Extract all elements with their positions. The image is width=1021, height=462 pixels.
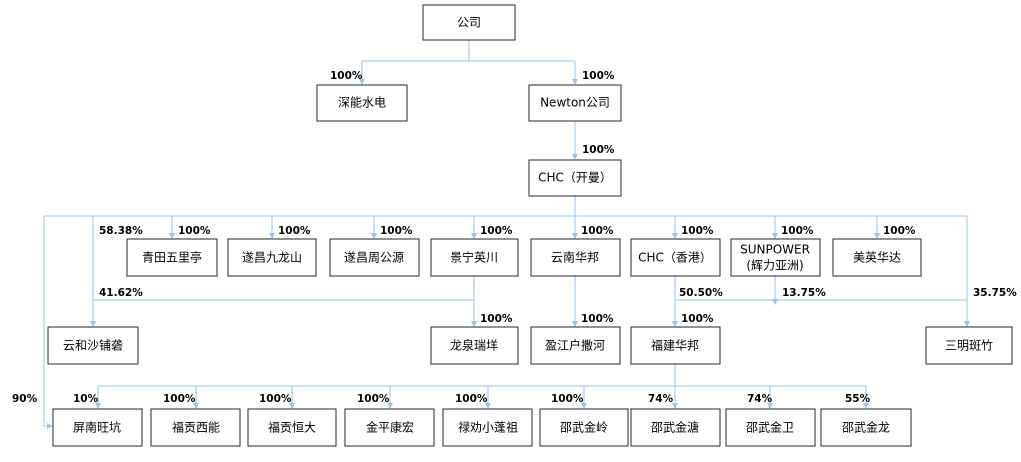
pct-to-chc-kaiman: 100% [582, 144, 615, 156]
label-jinping: 金平康宏 [366, 420, 414, 435]
label-qingtian: 青田五里亭 [142, 250, 202, 265]
pct-sunpower-to-fujian: 13.75% [782, 287, 826, 299]
pct-to-yunhe-left: 58.38% [99, 225, 143, 237]
label-shaowu-jinlong: 邵武金龙 [842, 420, 890, 435]
box-jinping: 金平康宏 [344, 408, 435, 447]
entity-boxes: 公司 深能水电 Newton公司 CHC（开曼） 青田五里亭 遂昌九龙山 遂昌周… [47, 4, 1013, 447]
box-fugong-xineng: 福贡西能 [150, 408, 241, 447]
pct-to-shaowu-jinwei: 74% [747, 393, 773, 405]
label-shaowu-jinwei: 邵武金卫 [746, 420, 794, 435]
box-meiying: 美英华达 [832, 238, 922, 277]
box-luquan: 禄劝小蓬祖 [442, 408, 533, 447]
box-gongsi: 公司 [422, 4, 516, 41]
box-newton: Newton公司 [528, 84, 622, 122]
box-shenneng: 深能水电 [316, 84, 408, 122]
label-chc-hk: CHC（香港） [638, 251, 712, 265]
pct-to-fugong-hengda: 100% [259, 393, 292, 405]
connector-lines [43, 40, 970, 429]
pct-to-shaowu-jinlong: 55% [845, 393, 871, 405]
box-yingjiang: 盈江户撒河 [530, 326, 621, 365]
pct-to-sunpower: 100% [781, 225, 814, 237]
pct-to-jingning: 100% [480, 225, 513, 237]
label-luquan: 禄劝小蓬祖 [458, 420, 518, 435]
label-meiying: 美英华达 [853, 251, 901, 265]
box-yunnan-huabang: 云南华邦 [530, 238, 621, 277]
box-chc-hk: CHC（香港） [630, 238, 721, 277]
box-shaowu-jinwei: 邵武金卫 [725, 408, 816, 447]
pct-to-luquan: 100% [455, 393, 488, 405]
label-pingnan: 屏南旺坑 [73, 420, 121, 435]
pct-chc-hk-to-fujian: 50.50% [679, 287, 723, 299]
label-newton: Newton公司 [540, 96, 610, 110]
label-suichang-jiulongshan: 遂昌九龙山 [242, 251, 302, 265]
label-fugong-hengda: 福贡恒大 [268, 420, 316, 435]
pct-to-sanming-right: 35.75% [973, 287, 1017, 299]
box-longquan: 龙泉瑞垟 [430, 326, 519, 365]
box-shaowu-jinling: 邵武金岭 [539, 408, 629, 447]
box-chc-kaiman: CHC（开曼） [528, 159, 622, 197]
box-jingning: 景宁英川 [430, 238, 519, 277]
box-fugong-hengda: 福贡恒大 [247, 408, 337, 447]
label-shaowu-jintang: 邵武金溏 [651, 420, 699, 435]
pct-to-suichang-zhougongyuan: 100% [380, 225, 413, 237]
pct-to-shaowu-jintang: 74% [648, 393, 674, 405]
label-sunpower-line2: (辉力亚洲) [746, 259, 803, 273]
pct-to-shenneng: 100% [330, 70, 363, 82]
label-sanming: 三明斑竹 [945, 339, 993, 353]
label-fugong-xineng: 福贡西能 [172, 420, 220, 435]
label-chc-kaiman: CHC（开曼） [538, 171, 612, 185]
box-shaowu-jintang: 邵武金溏 [630, 408, 721, 447]
label-yingjiang: 盈江户撒河 [545, 338, 605, 353]
pct-to-fujian-huabang: 100% [681, 313, 714, 325]
pct-to-yunnan-huabang: 100% [581, 225, 614, 237]
pct-to-chc-hk: 100% [681, 225, 714, 237]
box-fujian-huabang: 福建华邦 [630, 326, 721, 365]
box-sunpower: SUNPOWER (辉力亚洲) [730, 238, 821, 277]
pct-to-longquan: 100% [480, 313, 513, 325]
box-pingnan: 屏南旺坑 [52, 408, 143, 447]
box-suichang-jiulongshan: 遂昌九龙山 [227, 238, 317, 277]
label-shaowu-jinling: 邵武金岭 [560, 420, 608, 435]
pct-to-fugong-xineng: 100% [163, 393, 196, 405]
pct-to-jinping: 100% [357, 393, 390, 405]
box-yunhe: 云和沙铺砻 [47, 326, 139, 365]
pct-to-yingjiang: 100% [581, 313, 614, 325]
box-suichang-zhougongyuan: 遂昌周公源 [329, 238, 420, 277]
pct-to-pingnan: 10% [73, 393, 99, 405]
box-sanming: 三明斑竹 [925, 326, 1013, 365]
label-yunhe: 云和沙铺砻 [63, 338, 123, 353]
label-sunpower-line1: SUNPOWER [740, 243, 810, 257]
label-suichang-zhougongyuan: 遂昌周公源 [344, 251, 404, 265]
label-jingning: 景宁英川 [450, 250, 498, 265]
pct-to-suichang-jiulongshan: 100% [278, 225, 311, 237]
label-gongsi: 公司 [457, 16, 481, 30]
pct-to-shaowu-jinling: 100% [551, 393, 584, 405]
pct-to-pingnan-left: 90% [12, 393, 38, 405]
pct-to-qingtian: 100% [178, 225, 211, 237]
label-shenneng: 深能水电 [338, 96, 386, 110]
label-longquan: 龙泉瑞垟 [450, 339, 498, 353]
pct-jingning-to-yunhe: 41.62% [99, 287, 143, 299]
label-fujian-huabang: 福建华邦 [651, 338, 699, 353]
pct-to-meiying: 100% [883, 225, 916, 237]
box-qingtian: 青田五里亭 [126, 238, 218, 277]
box-shaowu-jinlong: 邵武金龙 [820, 408, 912, 447]
label-yunnan-huabang: 云南华邦 [551, 250, 599, 265]
pct-to-newton: 100% [582, 70, 615, 82]
percentage-labels: 100% 100% 100% 58.38% 100% 100% 100% 100… [12, 70, 1017, 405]
